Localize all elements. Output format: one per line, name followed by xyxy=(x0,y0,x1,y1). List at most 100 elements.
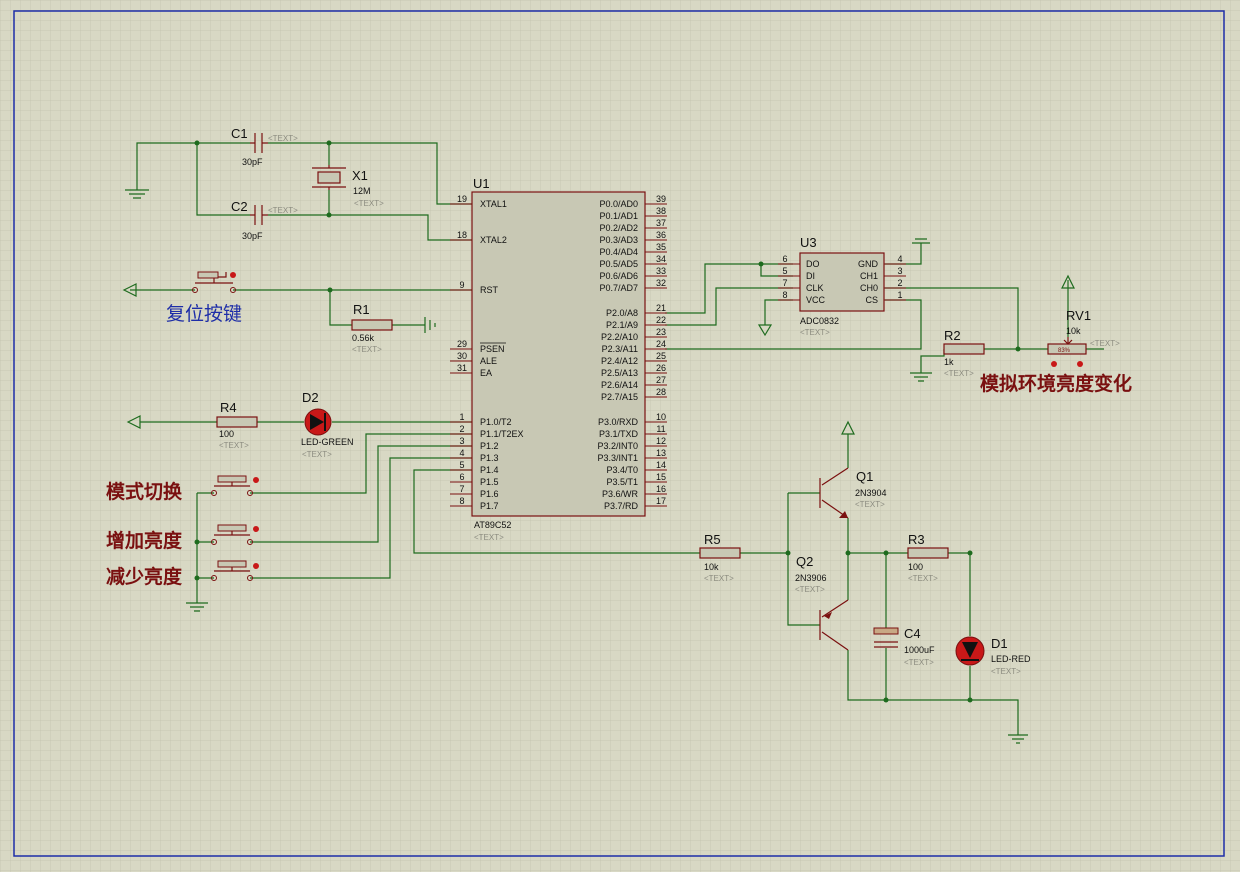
capacitor-c4[interactable]: C4 1000uF <TEXT> xyxy=(873,626,935,667)
resistor-r3[interactable]: R3 100 <TEXT> xyxy=(907,532,949,583)
pin-label: VCC xyxy=(806,295,826,305)
ground-symbols xyxy=(122,189,1075,744)
pin-number: 13 xyxy=(656,448,666,458)
c4-ref: C4 xyxy=(904,626,921,641)
r4-ref: R4 xyxy=(220,400,237,415)
pin-label: P0.4/AD4 xyxy=(599,247,638,257)
crystal-x1[interactable]: X1 12M <TEXT> xyxy=(312,165,384,208)
ground-icon xyxy=(186,602,208,612)
pin-label: XTAL2 xyxy=(480,235,507,245)
rv1-setting: 83% xyxy=(1058,348,1071,354)
pin-number: 38 xyxy=(656,206,666,216)
pin-label: P0.2/AD2 xyxy=(599,223,638,233)
pin-number: 17 xyxy=(656,496,666,506)
x1-text: <TEXT> xyxy=(354,199,384,208)
pin-number: 16 xyxy=(656,484,666,494)
pin-number: 22 xyxy=(656,315,666,325)
u1-part: AT89C52 xyxy=(474,520,511,530)
mode-switch-button[interactable] xyxy=(211,475,260,496)
pin-label: P3.2/INT0 xyxy=(597,441,638,451)
pin-label: P3.7/RD xyxy=(604,501,639,511)
reset-button[interactable] xyxy=(192,271,237,293)
resistor-r1[interactable]: R1 0.56k <TEXT> xyxy=(351,302,393,354)
pin-number: 1 xyxy=(897,290,902,300)
mcu-right-pins: 39P0.0/AD038P0.1/AD137P0.2/AD236P0.3/AD3… xyxy=(597,194,667,511)
decrease-brightness-label: 减少亮度 xyxy=(106,565,183,588)
pin-number: 31 xyxy=(457,363,467,373)
u3-part: ADC0832 xyxy=(800,316,839,326)
transistor-q2[interactable]: Q2 2N3906 <TEXT> xyxy=(795,554,849,651)
r5-ref: R5 xyxy=(704,532,721,547)
pin-label: P0.0/AD0 xyxy=(599,199,638,209)
pin-number: 5 xyxy=(459,460,464,470)
d1-value: LED-RED xyxy=(991,654,1031,664)
pin-number: 29 xyxy=(457,339,467,349)
resistor-r5[interactable]: R5 10k <TEXT> xyxy=(699,532,741,583)
pin-label: DO xyxy=(806,259,820,269)
q2-value: 2N3906 xyxy=(795,573,827,583)
c2-text: <TEXT> xyxy=(268,206,298,215)
pin-number: 37 xyxy=(656,218,666,228)
power-arrow-icon xyxy=(757,324,773,337)
capacitor-c2[interactable]: C2 <TEXT> 30pF xyxy=(231,199,298,241)
pin-label: P1.6 xyxy=(480,489,499,499)
pin-number: 8 xyxy=(459,496,464,506)
pin-number: 24 xyxy=(656,339,666,349)
ambient-brightness-label: 模拟环境亮度变化 xyxy=(980,372,1132,395)
pin-label: P2.1/A9 xyxy=(606,320,638,330)
capacitor-c1[interactable]: C1 <TEXT> 30pF xyxy=(231,126,298,167)
led-d1[interactable]: D1 LED-RED <TEXT> xyxy=(955,636,1031,676)
pin-label: DI xyxy=(806,271,815,281)
pin-number: 26 xyxy=(656,363,666,373)
c2-ref: C2 xyxy=(231,199,248,214)
pin-number: 36 xyxy=(656,230,666,240)
pin-number: 10 xyxy=(656,412,666,422)
pin-number: 11 xyxy=(656,424,665,434)
led-d2[interactable]: D2 LED-GREEN <TEXT> xyxy=(301,390,354,459)
u1-ref: U1 xyxy=(473,176,490,191)
c1-text: <TEXT> xyxy=(268,134,298,143)
pin-label: P3.0/RXD xyxy=(598,417,639,427)
pin-label: CH1 xyxy=(860,271,878,281)
pin-label: P2.4/A12 xyxy=(601,356,638,366)
x1-value: 12M xyxy=(353,186,371,196)
resistor-r2[interactable]: R2 1k <TEXT> xyxy=(943,328,985,378)
pin-label: PSEN xyxy=(480,344,505,354)
pin-number: 25 xyxy=(656,351,666,361)
c4-value: 1000uF xyxy=(904,645,935,655)
ground-icon xyxy=(125,189,149,199)
r3-ref: R3 xyxy=(908,532,925,547)
pin-label: EA xyxy=(480,368,492,378)
mode-switch-label: 模式切换 xyxy=(106,480,183,503)
c1-value: 30pF xyxy=(242,157,263,167)
potentiometer-rv1[interactable]: 83% RV1 10k <TEXT> xyxy=(1047,308,1120,367)
r5-value: 10k xyxy=(704,562,719,572)
pin-number: 3 xyxy=(459,436,464,446)
pin-label: P3.4/T0 xyxy=(606,465,638,475)
r1-value: 0.56k xyxy=(352,333,375,343)
ground-icon xyxy=(424,317,436,333)
pin-number: 30 xyxy=(457,351,467,361)
r2-ref: R2 xyxy=(944,328,961,343)
pin-number: 34 xyxy=(656,254,666,264)
increase-brightness-button[interactable] xyxy=(211,524,260,545)
pin-label: P1.7 xyxy=(480,501,499,511)
pin-number: 27 xyxy=(656,375,666,385)
pin-label: ALE xyxy=(480,356,497,366)
q2-ref: Q2 xyxy=(796,554,813,569)
pin-label: P0.1/AD1 xyxy=(599,211,638,221)
pin-label: P1.5 xyxy=(480,477,499,487)
pin-number: 33 xyxy=(656,266,666,276)
decrease-brightness-button[interactable] xyxy=(211,560,260,581)
transistor-q1[interactable]: Q1 2N3904 <TEXT> xyxy=(819,467,887,519)
x1-ref: X1 xyxy=(352,168,368,183)
u3-text: <TEXT> xyxy=(800,328,830,337)
pin-label: CH0 xyxy=(860,283,878,293)
pin-number: 4 xyxy=(897,254,902,264)
pin-number: 7 xyxy=(459,484,464,494)
resistor-r4[interactable]: R4 100 <TEXT> xyxy=(216,400,258,450)
